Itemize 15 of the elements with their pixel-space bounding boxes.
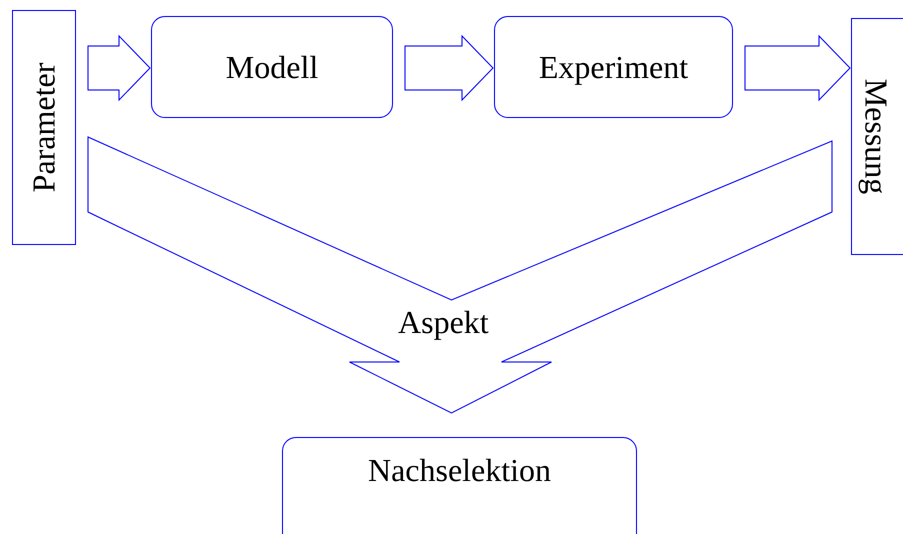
block-arrow — [744, 34, 851, 102]
process-box — [851, 18, 903, 255]
node-label: Experiment — [538, 48, 688, 86]
node-label: Modell — [226, 48, 318, 86]
process-box — [12, 10, 76, 245]
merge-block-arrow — [88, 136, 832, 414]
arrow-label: Aspekt — [398, 304, 489, 341]
process-box — [282, 437, 637, 534]
node-label: Messung — [858, 78, 894, 194]
block-arrow — [88, 34, 151, 102]
node-label: Parameter — [26, 62, 62, 192]
process-box — [151, 16, 393, 118]
process-box — [494, 16, 733, 118]
node-label: Nachselektion — [368, 452, 552, 489]
block-arrow — [404, 34, 494, 102]
